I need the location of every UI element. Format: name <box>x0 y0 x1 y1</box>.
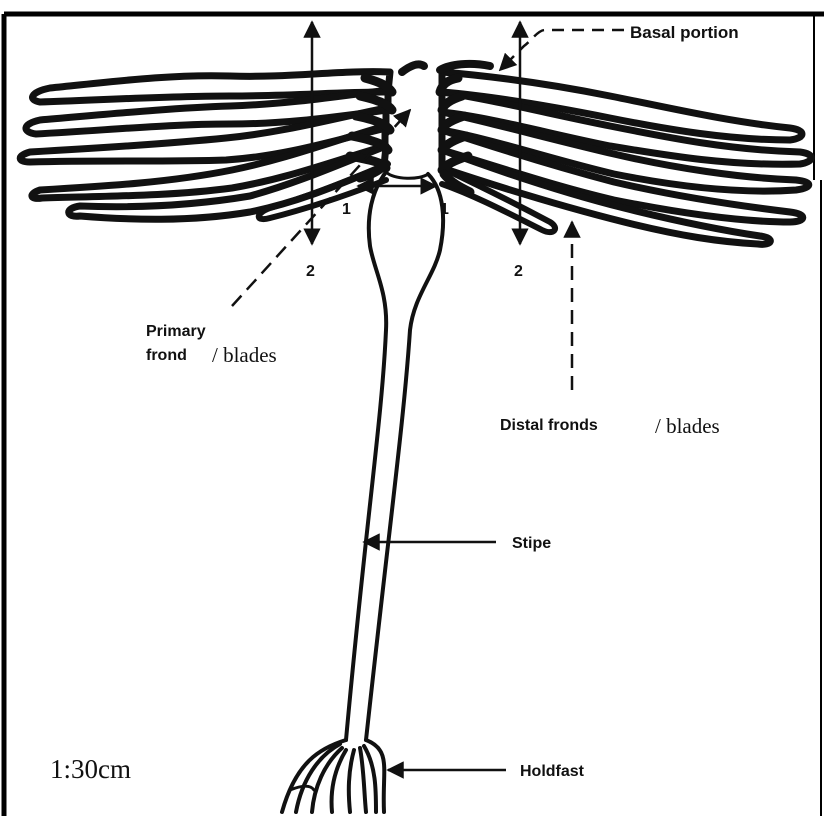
primary-frond-label-line1: Primary <box>146 323 206 340</box>
holdfast-label: Holdfast <box>520 763 585 780</box>
stipe-shape <box>346 172 443 740</box>
right-frond-cluster <box>440 64 811 244</box>
width-marker-left: 1 <box>342 201 351 218</box>
stipe-label: Stipe <box>512 535 551 552</box>
distal-fronds-label: Distal fronds <box>500 417 598 434</box>
distal-blades-label: / blades <box>655 414 720 438</box>
scale-label: 1:30cm <box>50 754 131 784</box>
basal-portion-pointer <box>500 30 624 70</box>
length-marker-left: 2 <box>306 263 315 280</box>
left-frond-cluster <box>20 64 424 219</box>
length-marker-right: 2 <box>514 263 523 280</box>
basal-portion-label: Basal portion <box>630 23 739 42</box>
width-marker-right: 1 <box>440 201 449 218</box>
holdfast-shape <box>282 740 384 812</box>
primary-frond-label-line2: frond <box>146 347 187 364</box>
primary-blades-label: / blades <box>212 343 277 367</box>
